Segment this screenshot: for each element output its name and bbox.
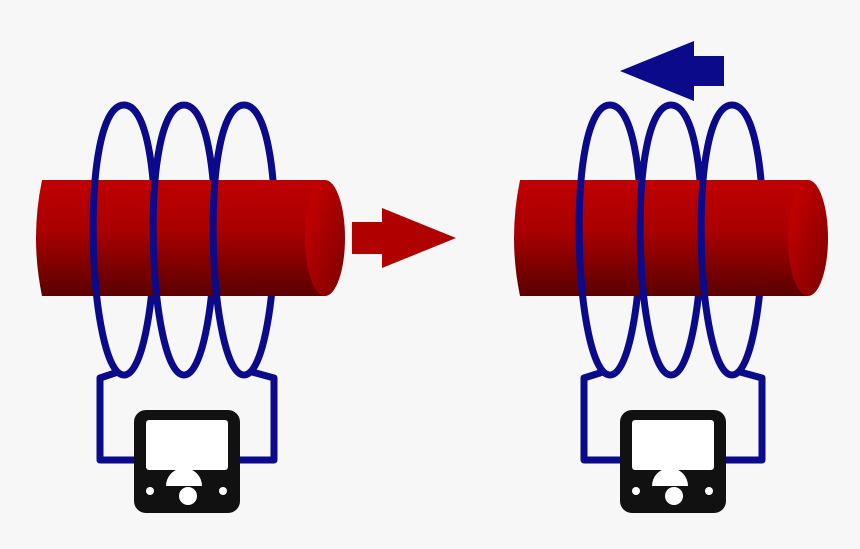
scene-right — [514, 41, 828, 513]
meter-wires-right — [580, 368, 766, 464]
arrow-left-icon — [620, 41, 724, 101]
magnet-end-face — [305, 180, 345, 296]
magnet-bar-icon — [514, 180, 808, 296]
meter-wires-left — [96, 368, 278, 464]
scene-left — [36, 101, 456, 513]
arrow-right-icon — [352, 208, 456, 268]
coil-icon — [575, 101, 734, 379]
magnet-bar-icon — [36, 180, 325, 296]
magnet-bar-right — [514, 180, 828, 296]
magnet-end-face — [788, 180, 828, 296]
magnet-bar-left — [36, 180, 345, 296]
coil-icon — [89, 101, 246, 379]
galvanometer-icon — [620, 410, 726, 513]
galvanometer-icon — [134, 410, 240, 513]
